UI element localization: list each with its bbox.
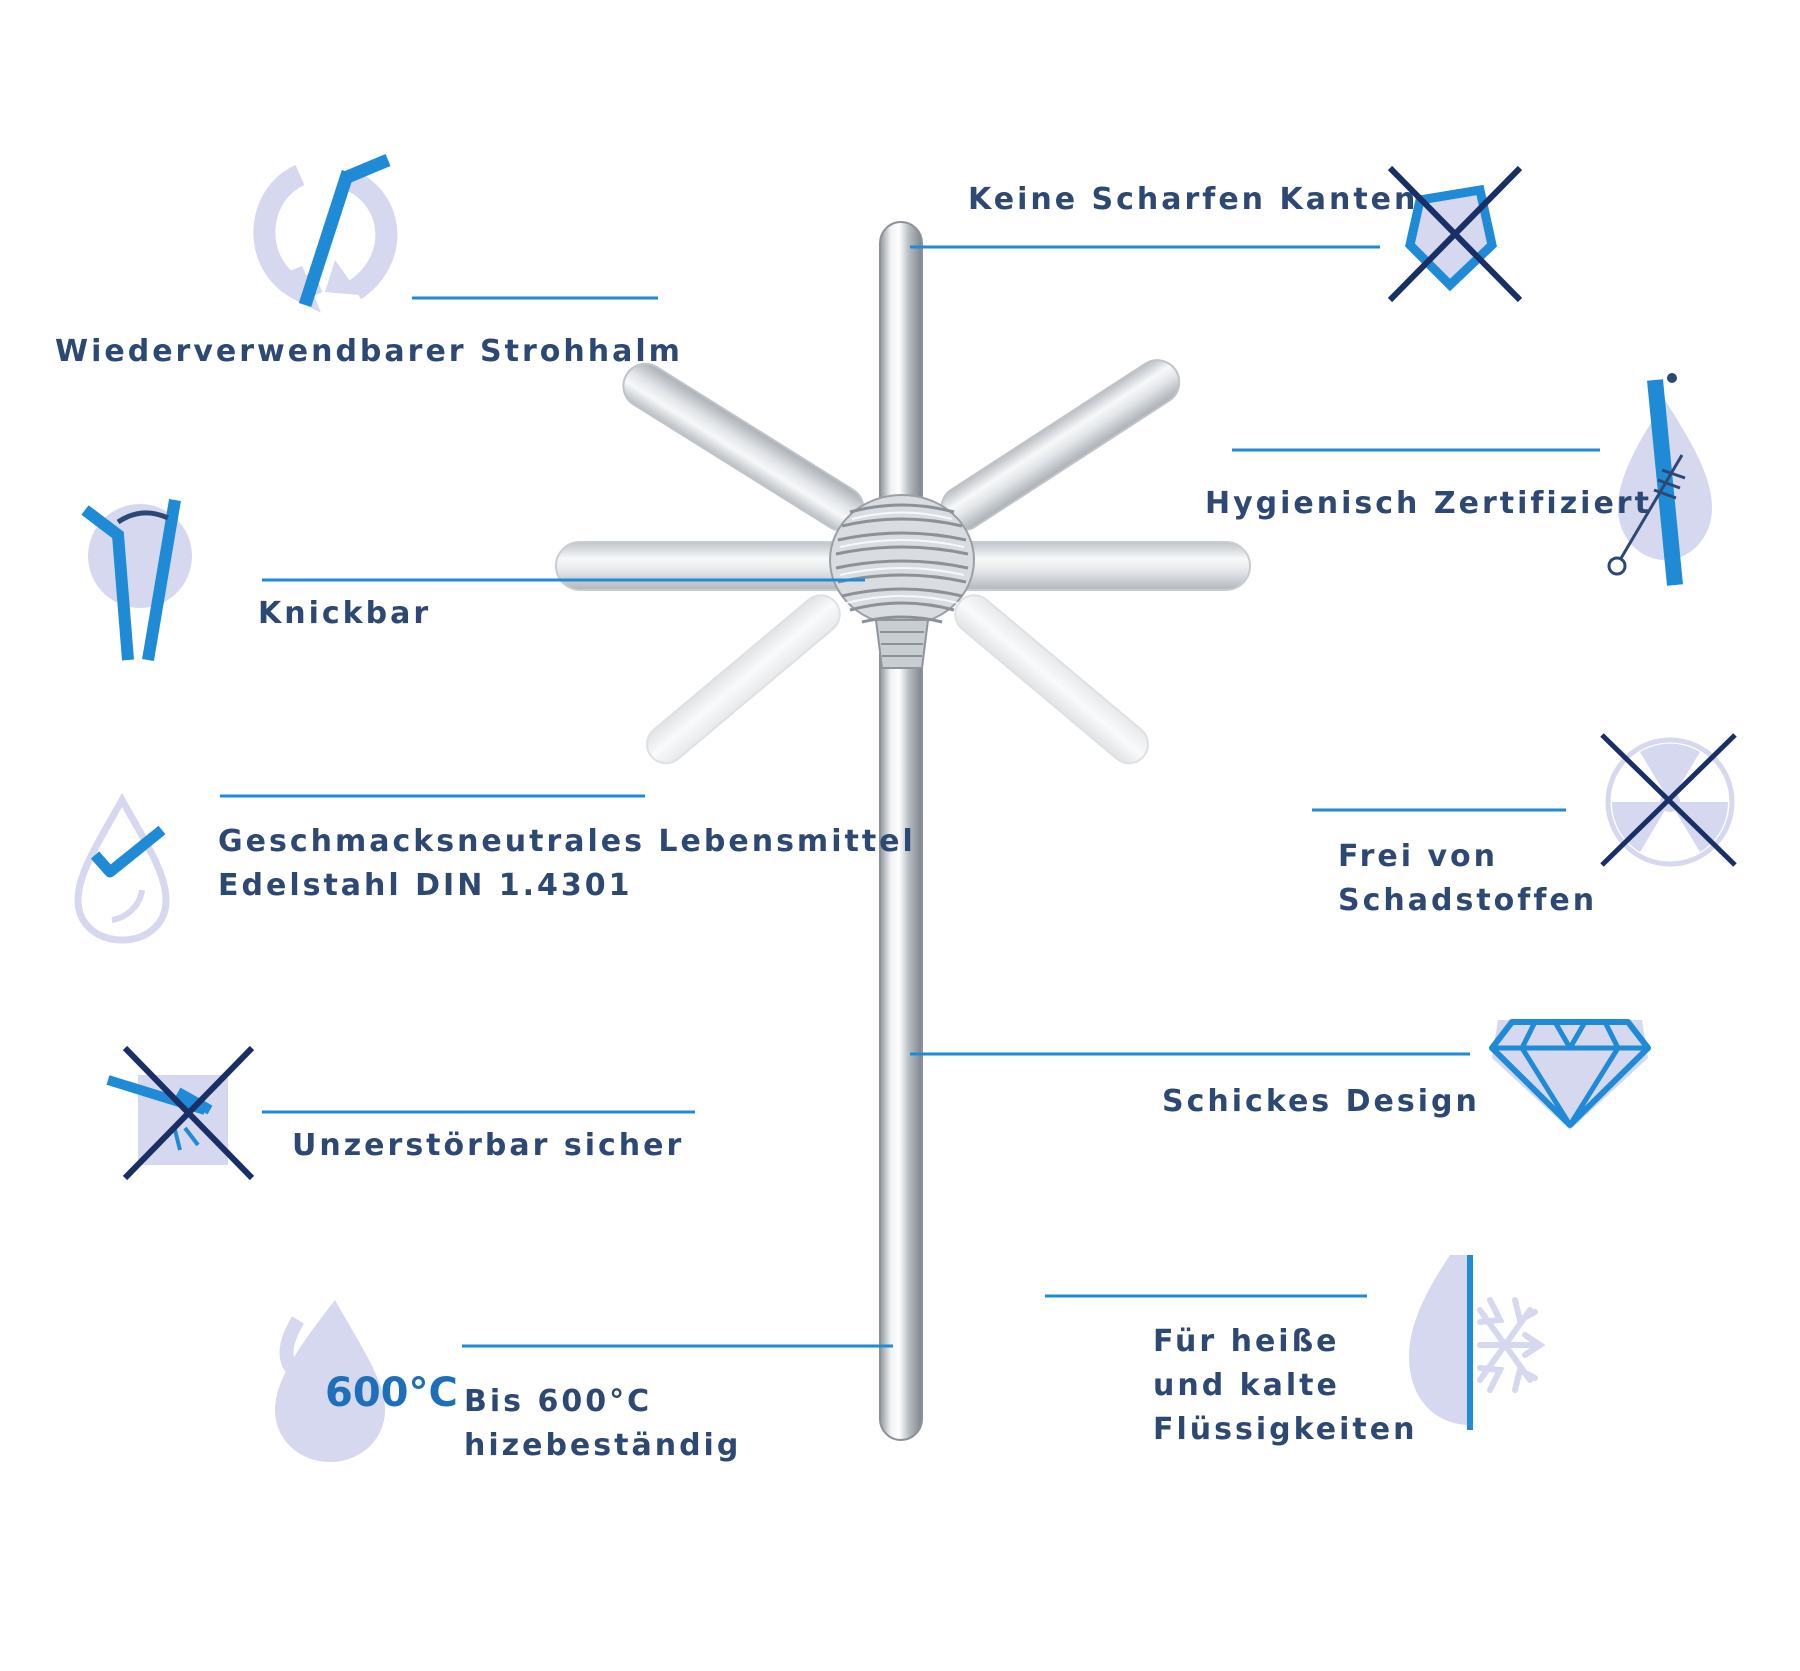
- cleaning-brush-icon: [1607, 373, 1712, 586]
- label-pollutant-line1: Frei von: [1338, 839, 1498, 874]
- drop-check-icon: [74, 792, 170, 944]
- label-hygienic: Hygienisch Zertifiziert: [1205, 486, 1652, 521]
- label-unbreakable: Unzerstörbar sicher: [292, 1128, 685, 1163]
- label-heat-line1: Bis 600°C: [464, 1384, 653, 1419]
- no-break-icon: [106, 1045, 255, 1181]
- label-taste-line1: Geschmacksneutrales Lebensmittel: [218, 824, 916, 859]
- label-reusable-straw: Wiederverwendbarer Strohhalm: [55, 334, 683, 369]
- label-hotcold-line3: Flüssigkeiten: [1153, 1412, 1418, 1447]
- label-hotcold-line2: und kalte: [1153, 1368, 1340, 1403]
- label-bendable: Knickbar: [258, 596, 432, 631]
- label-heat-resistant: Bis 600°C hizebeständig: [464, 1380, 741, 1468]
- no-radiation-icon: [1600, 733, 1737, 867]
- no-sharp-edges-icon: [1387, 165, 1523, 303]
- diamond-icon: [1489, 1019, 1651, 1130]
- connector-lines: [220, 245, 1600, 1348]
- flame-snowflake-icon: [1409, 1255, 1546, 1430]
- label-taste-neutral: Geschmacksneutrales Lebensmittel Edelsta…: [218, 820, 916, 908]
- recycle-straw-icon: [253, 154, 398, 313]
- heat-icon-text: 600°C: [325, 1370, 458, 1416]
- flame-icon: [275, 1300, 385, 1462]
- label-hotcold-line1: Für heiße: [1153, 1324, 1340, 1359]
- bent-straw-icon: [81, 499, 192, 661]
- coil-joint: [829, 494, 975, 669]
- label-hot-cold: Für heiße und kalte Flüssigkeiten: [1153, 1320, 1417, 1452]
- label-taste-line2: Edelstahl DIN 1.4301: [218, 868, 633, 903]
- label-design: Schickes Design: [1162, 1084, 1480, 1119]
- label-no-sharp-edges: Keine Scharfen Kanten: [968, 182, 1419, 217]
- label-heat-line2: hizebeständig: [464, 1428, 742, 1463]
- label-pollutant-line2: Schadstoffen: [1338, 883, 1598, 918]
- label-pollutant-free: Frei von Schadstoffen: [1338, 835, 1597, 923]
- straw-ghost-lower: [646, 594, 1149, 765]
